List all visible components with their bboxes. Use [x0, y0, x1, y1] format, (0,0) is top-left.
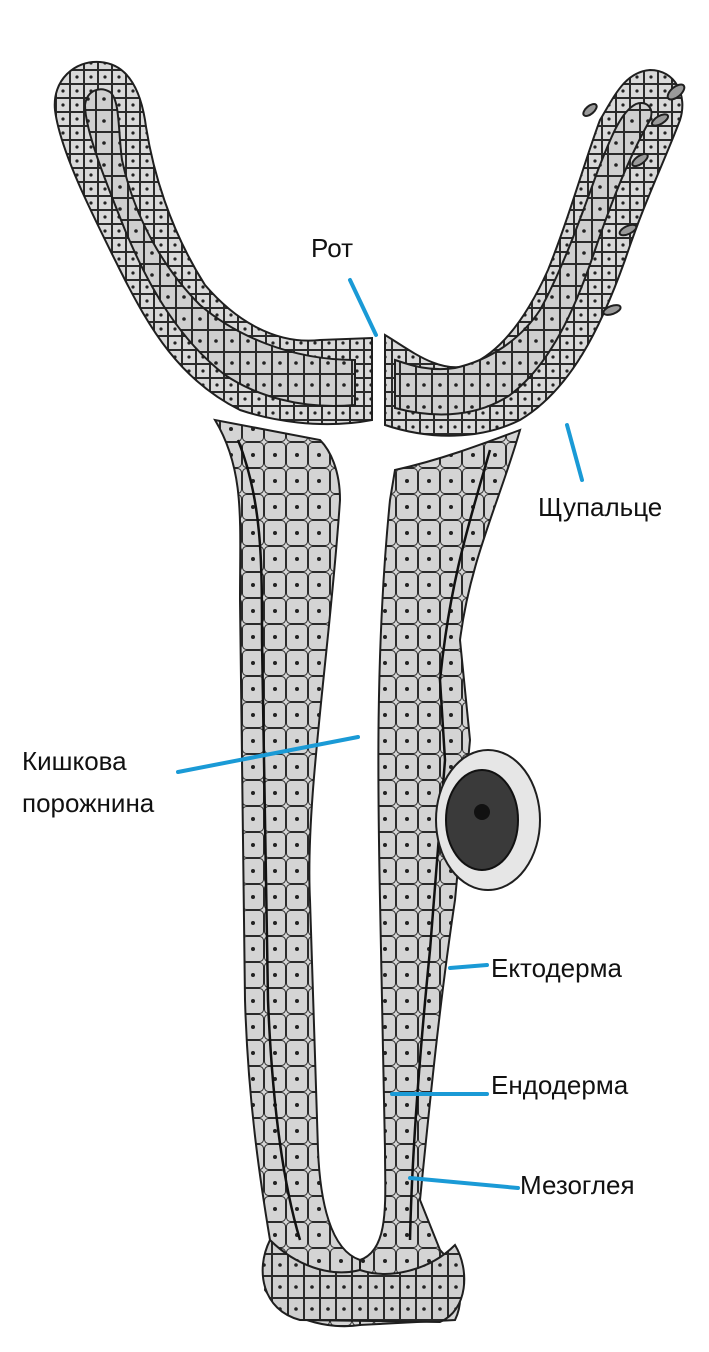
label-ectoderm: Ектодерма — [491, 953, 622, 983]
label-mouth: Рот — [311, 233, 353, 263]
leader-gut — [176, 735, 360, 774]
label-gut-cavity-line2: порожнина — [22, 788, 155, 818]
leader-ectoderm — [448, 963, 489, 970]
leader-mouth — [348, 278, 378, 337]
label-endoderm: Ендодерма — [491, 1070, 629, 1100]
left-tentacle-endoderm — [83, 88, 356, 407]
label-mesoglea: Мезоглея — [520, 1170, 635, 1200]
cnidocyte-spikes — [582, 83, 686, 316]
leader-mesoglea — [408, 1176, 520, 1190]
label-gut-cavity-line1: Кишкова — [22, 746, 127, 776]
label-tentacle: Щупальце — [538, 492, 663, 522]
leader-lines — [176, 278, 584, 1190]
mesoglea-line-right — [408, 449, 492, 1241]
leader-tentacle — [565, 423, 584, 482]
body-right-wall — [359, 428, 522, 1327]
right-tentacle-endoderm — [394, 102, 653, 416]
basal-disc — [261, 1238, 466, 1324]
mesoglea-line-left — [236, 439, 302, 1241]
left-tentacle-ectoderm — [53, 60, 373, 426]
gonad-nucleus — [474, 804, 490, 820]
